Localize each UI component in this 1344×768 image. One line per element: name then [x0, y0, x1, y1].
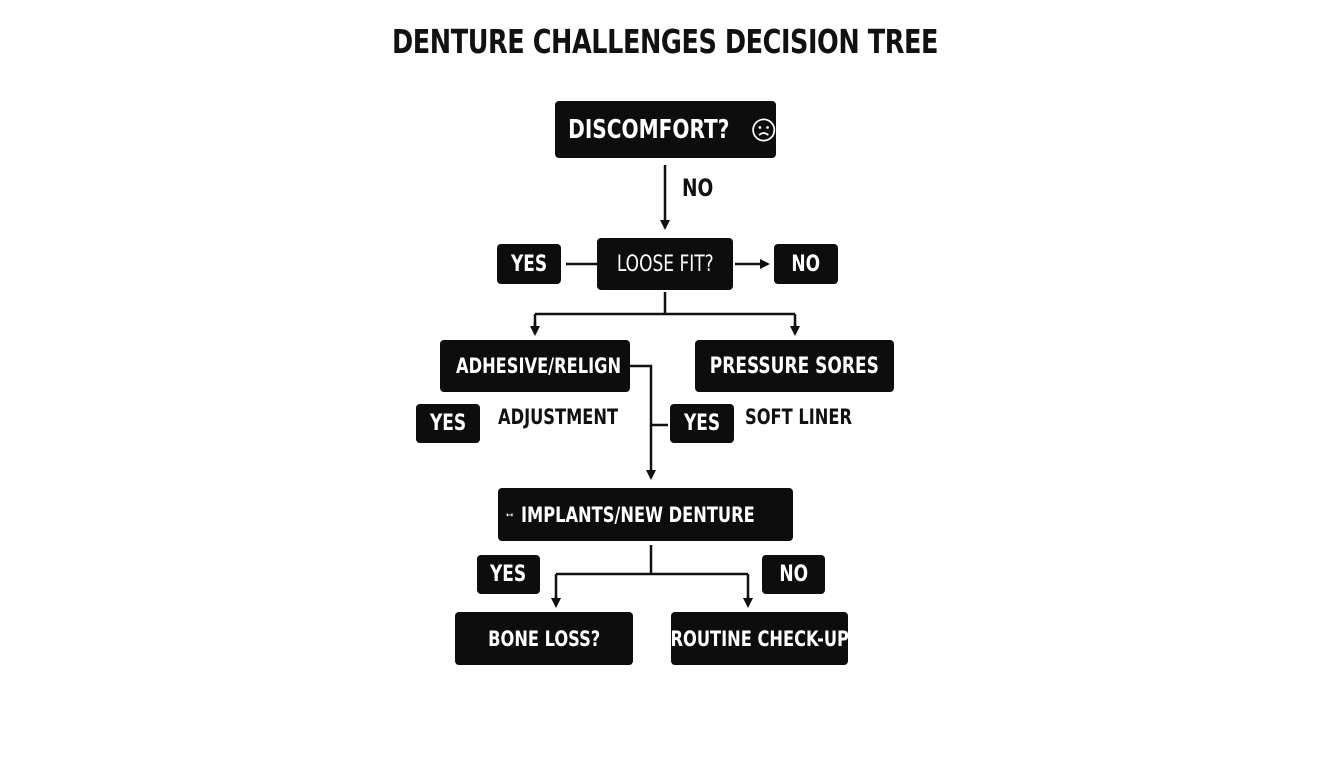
bone-denture-icon [506, 512, 513, 516]
routine-checkup-node: ROUTINE CHECK-UP [670, 612, 849, 665]
no-right-node: NO [774, 244, 838, 284]
adhesive-node: ? ADHESIVE/RELIGN [440, 340, 630, 392]
soft-liner-label: SOFT LINER [745, 405, 852, 429]
frown-face-icon [751, 118, 775, 141]
bone-loss-label: BONE LOSS? [487, 626, 601, 651]
adhesive-label: ADHESIVE/RELIGN [456, 354, 622, 378]
adjustment-label: ADJUSTMENT [498, 405, 619, 429]
split-loose-fit [533, 292, 797, 333]
discomfort-label: DISCOMFORT? [568, 114, 730, 145]
routine-checkup-label: ROUTINE CHECK-UP [670, 626, 849, 651]
yes-bottom-node: YES [477, 555, 540, 594]
diagram-title: DENTURE CHALLENGES DECISION TREE [392, 22, 938, 61]
no-top-label: NO [682, 174, 714, 202]
loose-fit-label: LOOSE FIT? [616, 251, 714, 277]
discomfort-node: DISCOMFORT? [555, 101, 776, 158]
arrow-adhesive-to-implants [624, 364, 656, 480]
yes-adjustment-label: YES [429, 411, 467, 436]
implants-node: IMPLANTS/NEW DENTURE [498, 488, 793, 541]
pressure-sores-node: PRESSURE SORES [695, 340, 894, 392]
loose-fit-node: LOOSE FIT? [597, 238, 733, 290]
yes-left-node: YES [497, 244, 561, 284]
yes-left-label: YES [510, 251, 548, 277]
split-implants [554, 545, 750, 603]
yes-soft-liner-node: YES [670, 404, 734, 443]
yes-soft-liner-label: YES [683, 411, 721, 436]
bone-loss-node: BONE LOSS? [455, 612, 633, 665]
implants-label: IMPLANTS/NEW DENTURE [521, 502, 755, 527]
pressure-sores-label: PRESSURE SORES [709, 353, 880, 379]
no-bottom-node: NO [762, 555, 825, 594]
no-right-label: NO [791, 251, 821, 277]
yes-adjustment-node: YES [416, 404, 480, 443]
yes-bottom-label: YES [490, 562, 527, 587]
no-bottom-label: NO [779, 562, 808, 587]
